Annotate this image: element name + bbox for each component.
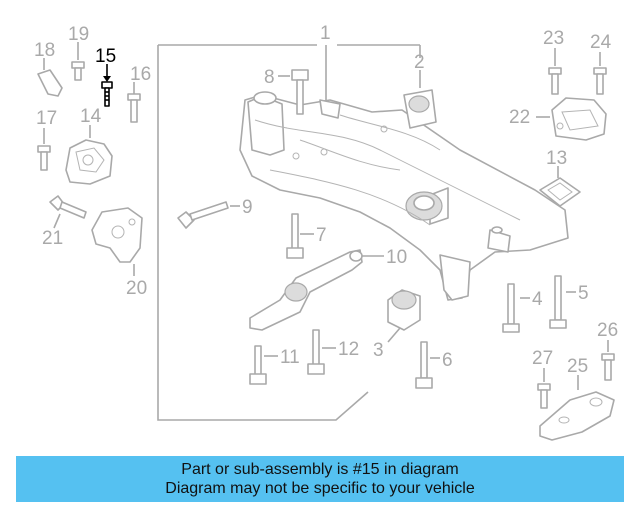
callout-25[interactable]: 25 [567,356,588,377]
callout-7[interactable]: 7 [316,225,327,246]
bolt-15 [101,81,113,107]
bolt-11 [249,345,267,385]
clip-18 [37,69,63,97]
callout-1[interactable]: 1 [320,23,331,44]
banner-line-disclaimer: Diagram may not be specific to your vehi… [165,480,475,497]
callout-4[interactable]: 4 [532,289,543,310]
callout-20[interactable]: 20 [126,278,147,299]
callout-12[interactable]: 12 [338,339,359,360]
parts-diagram: 1 2 3 4 5 6 7 8 [34,23,618,441]
bolt-5 [549,275,567,329]
bolt-16 [127,93,141,123]
bracket-25 [539,391,615,441]
callout-8[interactable]: 8 [264,67,275,88]
callout-26[interactable]: 26 [597,320,618,341]
callout-3[interactable]: 3 [373,340,384,361]
engine-mount-14 [65,139,113,185]
callout-21[interactable]: 21 [42,228,63,249]
callout-17[interactable]: 17 [36,108,57,129]
bolt-6 [415,341,433,389]
bolt-7 [286,213,304,259]
callout-22[interactable]: 22 [509,107,530,128]
bolt-8 [291,69,309,115]
pad-13 [539,177,581,207]
bolt-4 [502,283,520,333]
callout-15-highlighted[interactable]: 15 [95,46,116,67]
callout-24[interactable]: 24 [590,32,612,53]
callout-13[interactable]: 13 [546,148,567,169]
bracket-20 [91,207,143,263]
bushing-2 [403,89,437,129]
callout-11[interactable]: 11 [280,347,300,368]
callout-18[interactable]: 18 [34,40,55,61]
callout-2[interactable]: 2 [414,52,425,73]
bolt-19 [71,61,85,81]
bolt-21 [49,195,87,219]
mount-3 [387,289,421,331]
callout-6[interactable]: 6 [442,350,453,371]
bolt-24 [593,67,607,95]
bolt-27 [537,383,551,409]
callout-9[interactable]: 9 [242,197,253,218]
bolt-23 [548,67,562,95]
bolt-12 [307,329,325,375]
link-arm-10 [249,249,363,331]
bolt-9 [177,201,229,229]
subframe-part [239,91,569,301]
bolt-26 [601,353,615,381]
assembly-frame [157,44,421,421]
callout-14[interactable]: 14 [80,106,102,127]
mount-22 [551,97,607,141]
callout-5[interactable]: 5 [578,283,589,304]
callout-19[interactable]: 19 [68,24,89,45]
banner-line-part-number: Part or sub-assembly is #15 in diagram [181,461,459,478]
callout-23[interactable]: 23 [543,28,564,49]
info-banner: Part or sub-assembly is #15 in diagram D… [16,456,624,502]
callout-10[interactable]: 10 [386,247,407,268]
bolt-17 [37,145,51,171]
callout-16[interactable]: 16 [130,64,151,85]
callout-27[interactable]: 27 [532,348,553,369]
